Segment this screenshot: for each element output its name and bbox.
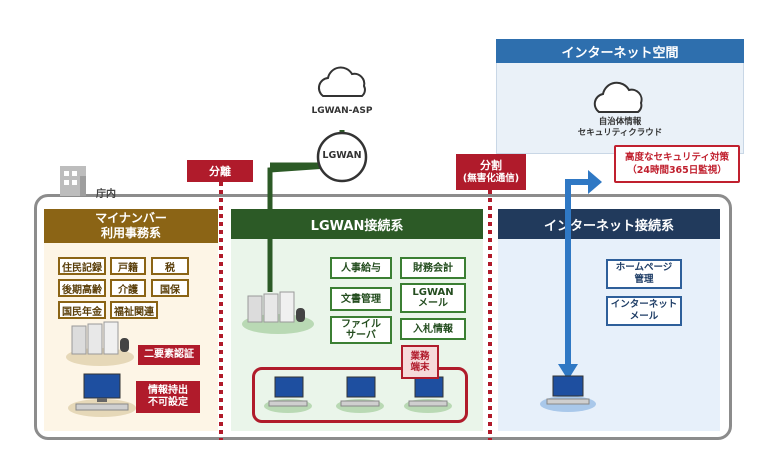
security-callout-line2: （24時間365日監視）	[627, 165, 727, 176]
function-box-lgwan-mail: LGWAN メール	[400, 283, 466, 313]
internet-arrow	[558, 170, 602, 380]
office-label: 庁内	[96, 189, 116, 200]
function-box-line1: LGWAN	[412, 287, 454, 298]
function-box-accounting: 財務会計	[400, 257, 466, 279]
internet-space-title: インターネット空間	[496, 39, 744, 63]
business-terminal-group	[252, 367, 468, 423]
function-box-line2: 管理	[634, 274, 654, 285]
function-box-payroll: 人事給与	[330, 257, 392, 279]
mynumber-server-icon	[66, 321, 134, 366]
business-terminal-label-line1: 業務	[410, 351, 430, 362]
mynumber-zone-title-line2: 利用事務系	[100, 226, 161, 240]
division-label-note: (無害化通信)	[462, 173, 520, 184]
function-box-health-insurance: 国保	[151, 279, 189, 297]
internet-pc-icon	[540, 375, 596, 412]
function-box-nursing-care: 介護	[110, 279, 146, 297]
lgwan-server-icon	[242, 291, 314, 334]
function-box-line2: メール	[629, 311, 659, 322]
division-label: 分割 (無害化通信)	[456, 154, 526, 190]
security-cloud-label-line2: セキュリティクラウド	[577, 128, 663, 138]
lgwan-node-icon	[316, 131, 368, 183]
lgwan-asp-cloud-icon	[317, 66, 366, 97]
function-box-line1: 人事給与	[341, 262, 381, 274]
internet-cloud-icon	[593, 81, 643, 113]
function-box-line1: インターネット	[610, 299, 678, 310]
security-callout: 高度なセキュリティ対策 （24時間365日監視）	[614, 145, 740, 183]
office-building-icon	[60, 166, 86, 196]
function-box-documents: 文書管理	[330, 287, 392, 311]
security-cloud-label: 自治体情報 セキュリティクラウド	[556, 117, 684, 139]
lgwan-zone-title: LGWAN接続系	[231, 209, 483, 239]
function-box-line2: メール	[418, 298, 448, 309]
lgwan-terminal-pc-icon	[336, 376, 384, 413]
no-takeout-badge: 情報持出 不可設定	[136, 381, 200, 413]
function-box-resident-records: 住民記録	[58, 257, 106, 275]
function-box-elderly-care: 後期高齢	[58, 279, 106, 297]
function-box-line1: 入札情報	[413, 323, 453, 335]
no-takeout-line2: 不可設定	[148, 397, 188, 408]
security-callout-line1: 高度なセキュリティ対策	[625, 152, 729, 163]
lgwan-terminal-pc-icon	[264, 376, 312, 413]
function-box-bidding: 入札情報	[400, 318, 466, 340]
function-box-line1: ファイル	[341, 319, 381, 330]
two-factor-auth-badge: 二要素認証	[138, 345, 200, 365]
separation-label: 分離	[187, 160, 253, 182]
function-box-homepage: ホームページ 管理	[606, 259, 682, 289]
mynumber-zone-title-line1: マイナンバー	[95, 211, 167, 225]
mynumber-zone-title: マイナンバー 利用事務系	[44, 209, 218, 243]
function-box-national-pension: 国民年金	[58, 301, 106, 319]
function-box-file-server: ファイル サーバ	[330, 316, 392, 344]
function-box-welfare: 福祉関連	[110, 301, 158, 319]
business-terminal-label: 業務 端末	[401, 345, 439, 379]
function-box-tax: 税	[151, 257, 189, 275]
no-takeout-line1: 情報持出	[148, 385, 188, 396]
division-label-main: 分割	[480, 159, 502, 172]
function-box-line1: 財務会計	[413, 262, 453, 274]
internet-zone-title: インターネット接続系	[498, 209, 720, 239]
lgwan-node-label: LGWAN	[322, 150, 362, 161]
mynumber-pc-icon	[68, 373, 136, 417]
function-box-line2: サーバ	[346, 330, 376, 341]
business-terminal-label-line2: 端末	[410, 362, 430, 373]
security-cloud-label-line1: 自治体情報	[598, 117, 642, 127]
function-box-family-register: 戸籍	[110, 257, 146, 275]
function-box-line1: 文書管理	[341, 293, 381, 305]
lgwan-asp-label: LGWAN-ASP	[311, 106, 373, 116]
function-box-internet-mail: インターネット メール	[606, 296, 682, 326]
function-box-line1: ホームページ	[615, 262, 673, 273]
lgwan-terminal-pc-icon	[404, 376, 452, 413]
